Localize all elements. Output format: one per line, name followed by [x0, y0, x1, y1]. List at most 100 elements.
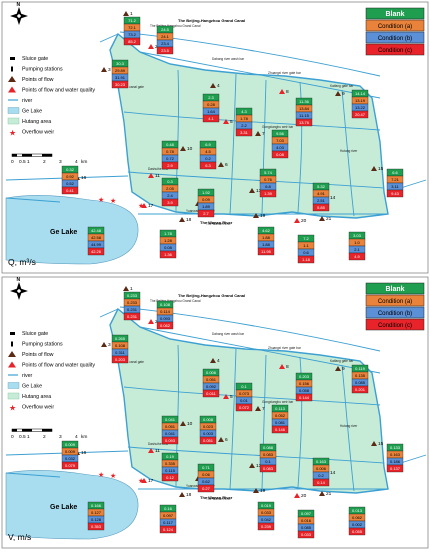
station-cell: [351, 385, 369, 394]
scale-seg-3: [42, 429, 52, 432]
station-value: 73.2: [128, 32, 137, 37]
station-value: 1.92: [202, 190, 211, 195]
station-value: 0.156: [299, 381, 310, 386]
station-value: 4.1: [208, 116, 214, 121]
legend-right-label: Condition (c): [378, 323, 412, 329]
station-value: 3.11: [391, 184, 399, 189]
river-9: [341, 364, 355, 492]
station-marker: [123, 11, 129, 16]
station-value: 4.3: [241, 109, 247, 114]
map-label-8: Hutang river: [340, 149, 358, 153]
station-box: 5.740.766.81.39: [259, 168, 277, 198]
lake-swatch: [7, 382, 20, 389]
station-value: 0.083: [263, 466, 274, 471]
scale-seg-3: [42, 154, 52, 157]
station-value: 0.137: [390, 466, 401, 471]
station-value: 0.19: [166, 454, 175, 459]
scale-label: 3: [59, 434, 62, 440]
station-value: 0.008: [203, 417, 214, 422]
station-marker: [180, 146, 186, 151]
station-number: 11: [155, 448, 160, 454]
hutang-swatch: [7, 392, 20, 400]
station-marker: [223, 394, 229, 399]
station-value: 0.311: [115, 350, 125, 355]
station-value: 0.041: [165, 417, 176, 422]
station-number: 6: [225, 162, 228, 168]
station-value: 0.335: [165, 461, 176, 466]
scale-label: 0.5: [19, 159, 26, 165]
station-value: 0.186: [390, 459, 401, 464]
station-box: 6.94.50.26.3: [199, 140, 217, 170]
station-value: 0.163: [316, 459, 327, 464]
station-value: 6.8: [265, 184, 271, 189]
flow-point-icon: [8, 76, 16, 82]
panel-caption: V, m/s: [8, 532, 31, 542]
station-box: 6.67.213.119.43: [386, 168, 404, 198]
station-value: 2.1: [354, 247, 360, 252]
station-cell: [159, 250, 177, 259]
station-value: 1.18: [302, 257, 311, 262]
station-value: 0.083: [263, 452, 274, 457]
station-value: 0.115: [165, 468, 175, 473]
map-label-1: Dabang river wash bar: [212, 332, 245, 336]
map-label-1: Dabang river wash bar: [212, 57, 245, 61]
station-cell: [351, 110, 369, 119]
map-label-4: South canal gate: [120, 85, 144, 89]
legend-left-label: Points of flow: [22, 352, 54, 358]
station-value: 7.03: [276, 138, 285, 143]
station-marker: [179, 217, 185, 222]
station-value: 4.5: [205, 149, 211, 154]
station-value: 0.073: [239, 391, 250, 396]
station-cell: [87, 522, 105, 531]
station-value: 11.36: [299, 99, 309, 104]
station-marker: [319, 216, 325, 221]
station-number: 18: [186, 492, 192, 498]
station-box: 5.324.912.515.85: [312, 182, 330, 212]
station-box: 3.031.02.14.9: [348, 231, 366, 261]
station-value: 30.3: [116, 61, 125, 66]
station-number: 21: [326, 216, 332, 222]
station-value: 9.56: [276, 131, 285, 136]
station-marker: [123, 286, 129, 291]
station-value: 4.9: [354, 254, 360, 259]
station-value: 0.166: [91, 503, 102, 508]
station-cell: [297, 255, 315, 264]
station-cell: [199, 436, 217, 445]
station-cell: [257, 522, 275, 531]
map-label-3: Kaifang gate bar: [330, 359, 354, 363]
station-number: 9: [342, 91, 345, 97]
station-value: 1.28: [164, 238, 173, 243]
river-10: [5, 472, 61, 478]
legend-left-label: Points of flow: [22, 77, 54, 83]
overflow-weir-icon: ★: [138, 477, 144, 485]
station-value: 0.2: [205, 156, 211, 161]
station-value: 0.093: [160, 316, 171, 321]
canal-label-wanan: The Wanan River: [200, 495, 233, 500]
pumping-station-icon: [11, 341, 13, 347]
legend-left-label: Overflow weir: [22, 405, 54, 411]
station-value: 0.163: [390, 452, 401, 457]
station-value: 0.62: [202, 479, 211, 484]
scale-label: 2: [43, 159, 46, 165]
station-value: 1.64: [207, 109, 216, 114]
station-number: 20: [301, 218, 307, 224]
station-number: 2: [155, 44, 158, 50]
map-label-9: The Wanan River: [206, 222, 232, 226]
overflow-weir-icon: ★: [98, 471, 104, 479]
scale-label: 0: [11, 159, 14, 165]
station-value: 0.097: [163, 513, 174, 518]
map-label-8: Hutang river: [340, 424, 358, 428]
map-label-6: Dashuihe river: [148, 442, 169, 446]
